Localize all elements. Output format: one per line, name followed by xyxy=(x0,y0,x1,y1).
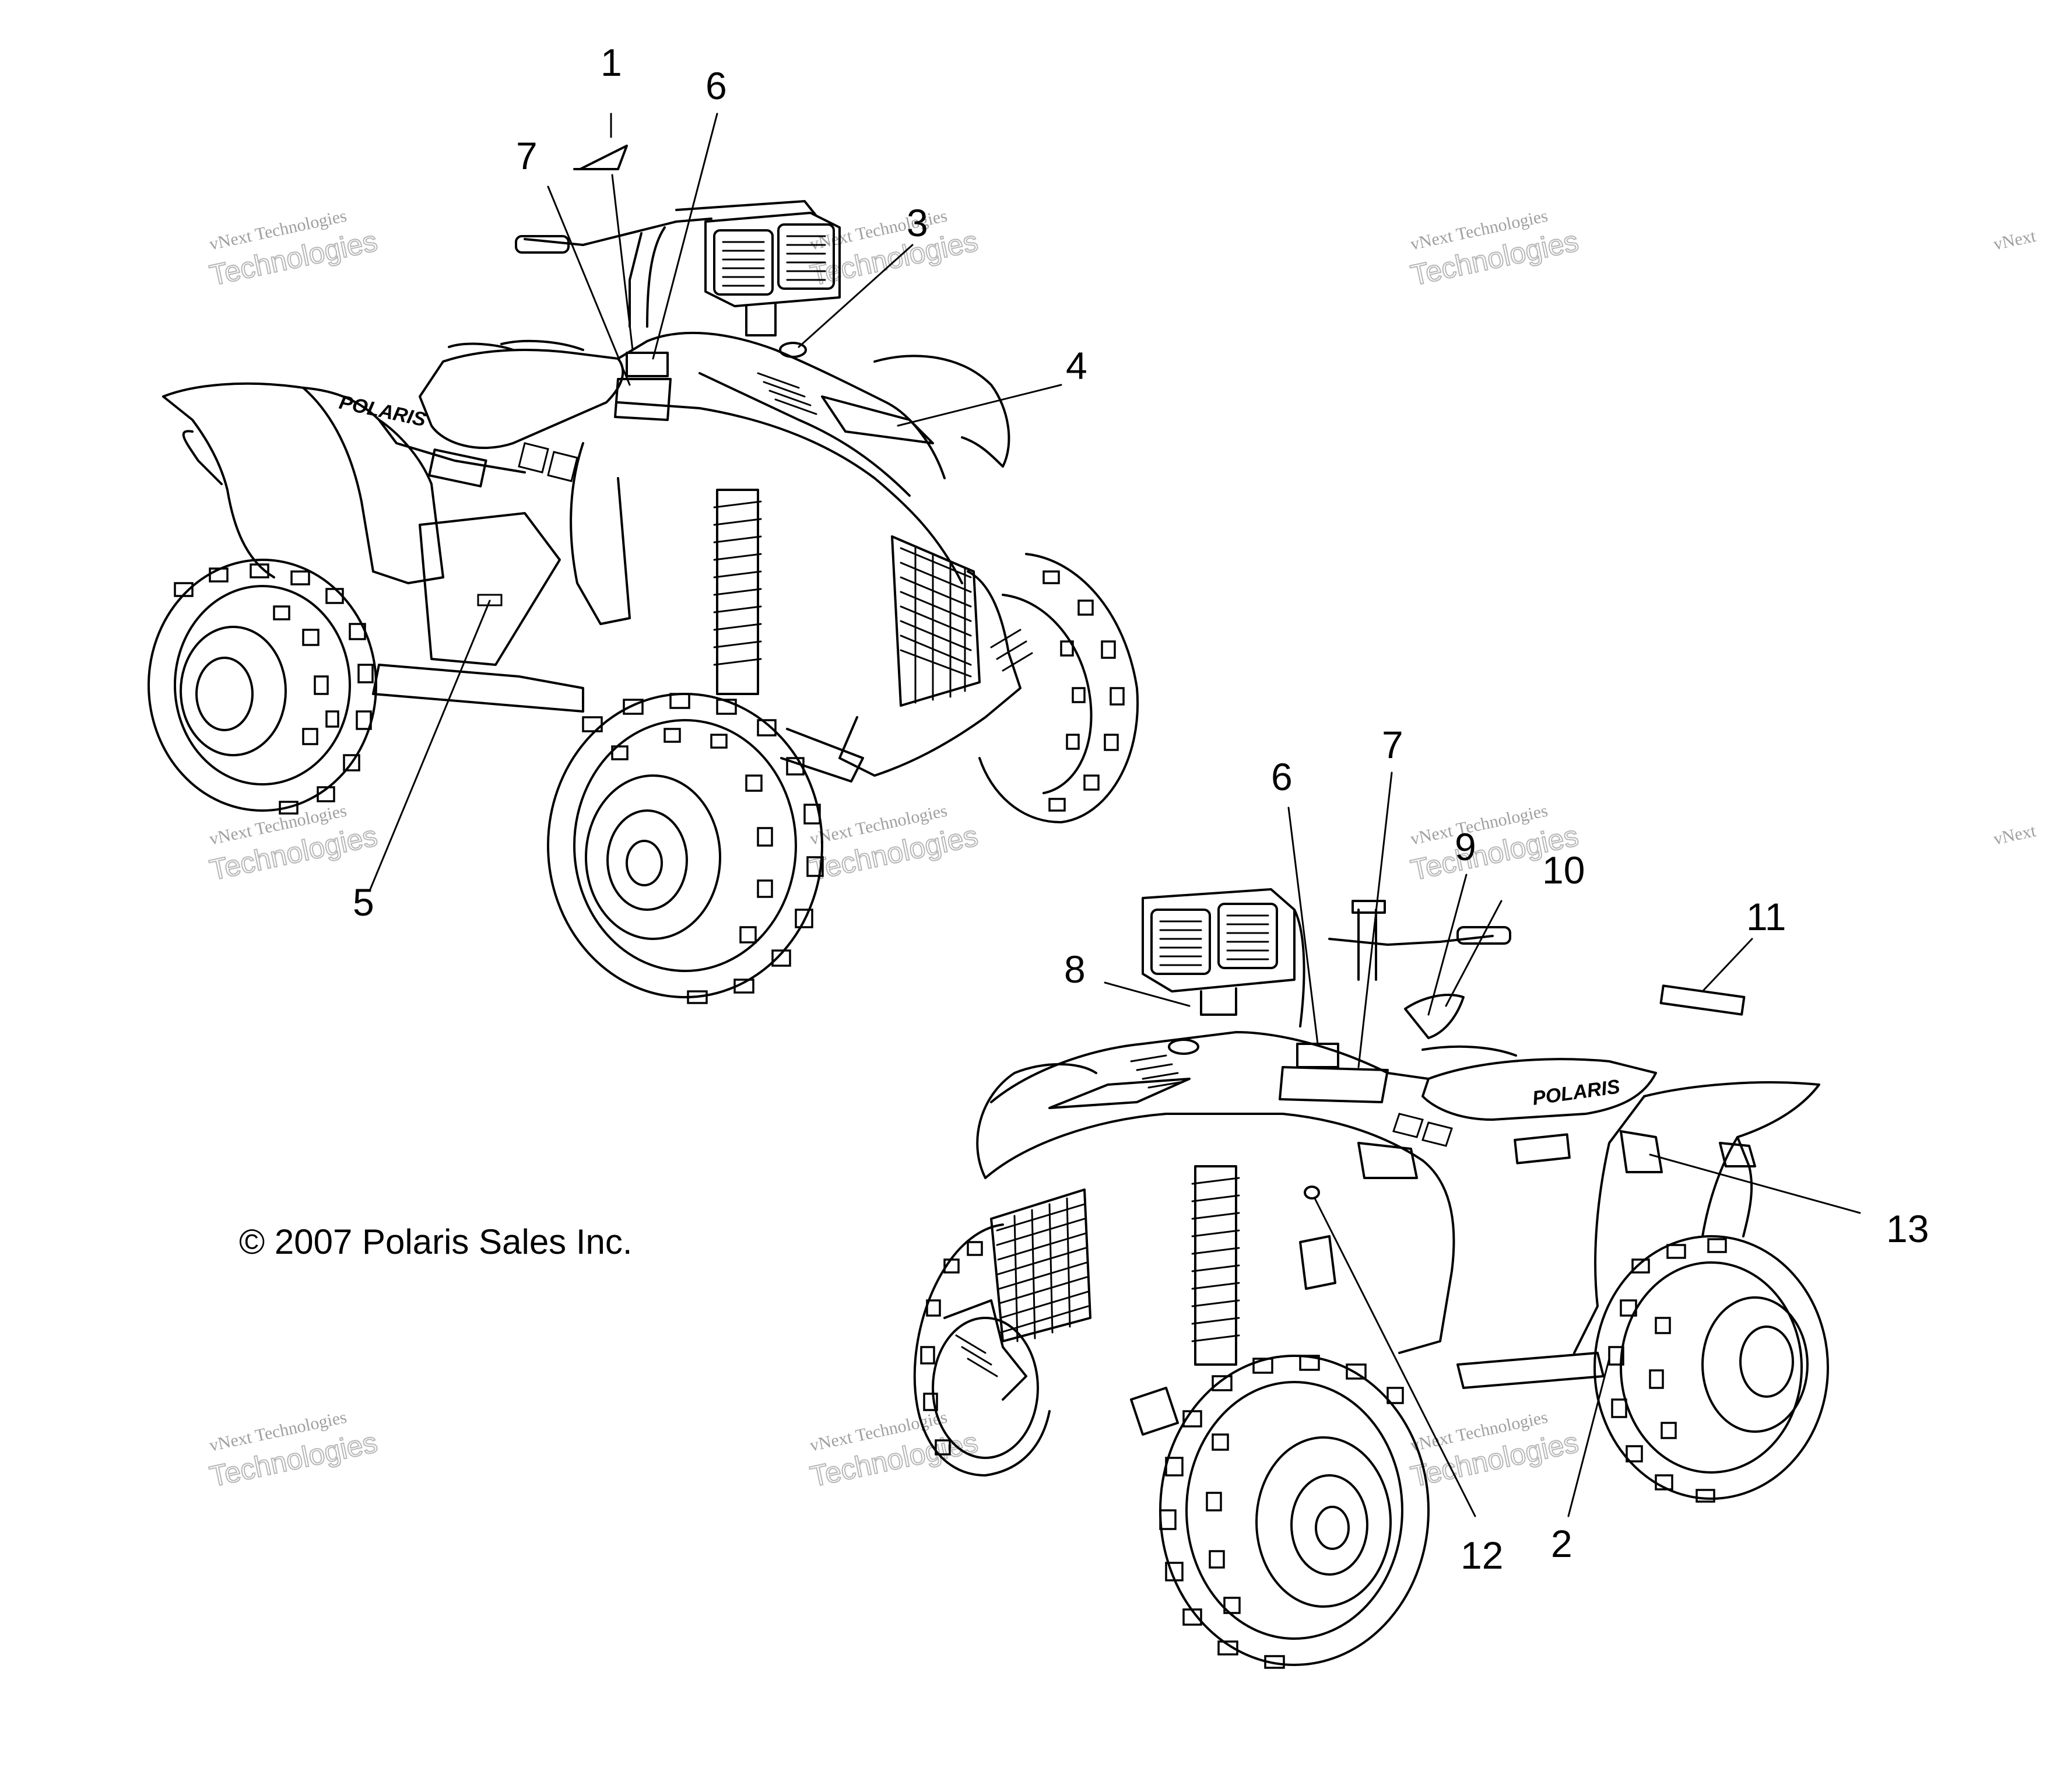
decal-3-upper xyxy=(779,342,807,358)
callout-3: 3 xyxy=(907,201,928,244)
callout-labels: 1 6 7 3 4 5 6 7 9 10 11 8 13 12 2 xyxy=(353,41,1929,1577)
watermark-small: vNext xyxy=(1992,226,2038,254)
decal-12 xyxy=(1304,1186,1320,1200)
front-bumper xyxy=(838,570,1022,777)
side-decal xyxy=(1514,1133,1571,1165)
headlight-pod xyxy=(1142,888,1296,1016)
atv-right-view: POLARIS xyxy=(913,888,1829,1669)
handlebar xyxy=(524,218,712,246)
decal-6-upper xyxy=(626,352,669,377)
decal-4 xyxy=(821,395,934,444)
callout-7-lower: 7 xyxy=(1382,723,1403,766)
decal-10 xyxy=(1404,994,1465,1039)
leader-lines xyxy=(369,113,1861,1517)
callout-1: 1 xyxy=(601,41,622,84)
callout-12: 12 xyxy=(1461,1534,1503,1577)
watermark: Technologies vNext Technologies xyxy=(206,206,381,293)
atv-left-view: POLARIS xyxy=(148,200,1139,1004)
front-fender xyxy=(976,1063,1097,1179)
front-wheel xyxy=(547,693,824,1004)
decal-7-upper xyxy=(614,378,672,421)
copyright-notice: © 2007 Polaris Sales Inc. xyxy=(239,1222,633,1261)
callout-6-lower: 6 xyxy=(1271,755,1293,798)
callout-9: 9 xyxy=(1455,825,1476,868)
footrest xyxy=(372,664,584,713)
decal-7-lower xyxy=(1279,1066,1389,1103)
seat xyxy=(1421,1058,1657,1121)
callout-6-upper: 6 xyxy=(705,64,727,107)
grille xyxy=(891,535,981,707)
rear-fender xyxy=(1643,1081,1820,1237)
watermark: Technologies vNext Technologies xyxy=(807,206,981,293)
decal-3-lower xyxy=(1168,1039,1199,1055)
front-shock xyxy=(713,489,762,695)
callout-13: 13 xyxy=(1886,1207,1929,1250)
decal-1 xyxy=(573,145,628,170)
decal-13-area xyxy=(1620,1130,1663,1173)
grille xyxy=(990,1188,1091,1342)
callout-5: 5 xyxy=(353,881,374,924)
far-front-wheel xyxy=(913,1223,1051,1477)
watermark: Technologies vNext Technologies xyxy=(807,1408,981,1494)
decal-6-lower xyxy=(1296,1043,1339,1068)
decal-11 xyxy=(1659,984,1746,1016)
front-tank xyxy=(990,1031,1430,1103)
rear-wheel xyxy=(1593,1235,1829,1503)
far-front-wheel xyxy=(978,553,1139,823)
callout-4: 4 xyxy=(1066,344,1087,387)
front-fender xyxy=(873,355,1010,468)
callout-7-upper: 7 xyxy=(516,134,538,177)
footrest xyxy=(1456,1352,1605,1389)
front-wheel xyxy=(1159,1355,1430,1669)
front-shock xyxy=(1191,1165,1240,1366)
polaris-seat-logo: POLARIS xyxy=(1531,1075,1621,1110)
watermark: Technologies vNext Technologies xyxy=(1407,206,1582,293)
front-bumper xyxy=(943,1299,1027,1401)
watermark: Technologies vNext Technologies xyxy=(1407,1408,1582,1494)
callout-2: 2 xyxy=(1551,1522,1572,1565)
callout-8: 8 xyxy=(1064,948,1086,991)
watermark: Technologies vNext Technologies xyxy=(206,1408,381,1494)
callout-11: 11 xyxy=(1746,895,1786,938)
seat xyxy=(419,349,624,449)
watermark: Technologies vNext Technologies xyxy=(807,801,981,888)
watermark: vNext xyxy=(1992,226,2038,254)
callout-10: 10 xyxy=(1542,848,1585,892)
side-decal xyxy=(428,448,487,488)
rear-wheel xyxy=(148,559,377,815)
watermark: Technologies vNext Technologies xyxy=(206,801,381,888)
decal-8-area xyxy=(1048,1078,1191,1109)
watermark-small: vNext xyxy=(1992,821,2038,849)
watermark: vNext xyxy=(1992,821,2038,849)
headlight-pod xyxy=(675,200,841,336)
